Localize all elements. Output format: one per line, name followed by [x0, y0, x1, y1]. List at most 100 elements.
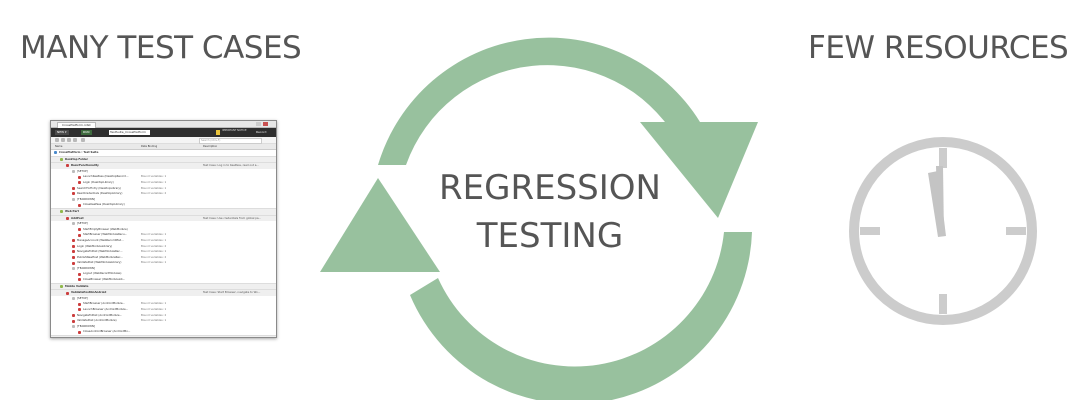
mini-tree-row: LaunchKeePass (DesktopRecord... Bound var… [51, 174, 276, 180]
mini-row-label: Login (WebModuleLibrary) [77, 243, 113, 248]
test-suite-screenshot: CrossPlatform.rxtst NEW ▾ RUN TestSuite_… [50, 120, 277, 338]
mini-row-binding: Bound variables: 1 [141, 318, 167, 323]
minute-hand [936, 166, 944, 236]
mini-row-label: StartEmptyBrowser (WebModule) [83, 226, 128, 231]
mini-row-icon [60, 210, 63, 214]
mini-row-icon [72, 325, 75, 329]
mini-col-name: Name [55, 145, 63, 148]
mini-row-label: Login (DesktopLibrary) [83, 179, 114, 184]
mini-row-binding: Bound variables: 1 [141, 179, 167, 184]
mini-row-icon [78, 175, 81, 179]
tick-3 [1006, 227, 1026, 235]
mini-row-label: Web Part [65, 208, 79, 213]
mini-tree-row: [SETUP] [51, 296, 276, 302]
mini-row-binding: Bound variables: 2 [141, 254, 167, 259]
mini-row-icon [60, 284, 63, 288]
mini-row-label: Mobile Validate [65, 283, 89, 288]
mini-column-header: Name Data Binding Description [51, 144, 276, 150]
mini-warning-icon [216, 130, 220, 135]
mini-row-binding: Bound variables: 2 [141, 312, 167, 317]
mini-row-label: ValidatePostOnAndroid [71, 290, 107, 295]
mini-row-label: [TEARDOWN] [77, 265, 95, 270]
mini-row-icon [72, 297, 75, 301]
mini-row-icon [78, 233, 81, 237]
mini-tree-row: BasicFunctionality Test Case: Log in to K… [51, 162, 276, 169]
mini-record-button: Record [256, 130, 267, 134]
mini-row-icon [72, 198, 75, 202]
mini-tree-row: ReadCredentials (DesktopLibrary) Bound va… [51, 191, 276, 197]
mini-tree-row: Login (WebModuleLibrary) Bound variables:… [51, 244, 276, 250]
top-arrow-arc [378, 37, 700, 165]
mini-row-label: ReadCredentials (DesktopLibrary) [77, 191, 123, 196]
mini-row-description: Test Case: Navigate to blog post and val… [203, 336, 260, 338]
mini-row-binding: Bound variables: 1 [141, 237, 167, 242]
mini-remove-icon [61, 138, 65, 142]
clock-face [849, 137, 1037, 325]
mini-row-label: BasicFunctionality [71, 163, 99, 168]
mini-up-icon [67, 138, 71, 142]
mini-row-label: AddPost [71, 215, 84, 220]
mini-row-label: StartBrowser (AndroidModule... [83, 301, 126, 306]
mini-row-icon [78, 228, 81, 232]
mini-row-label: [SETUP] [77, 221, 88, 226]
mini-warning-text: IMPORTANT NOTICE [222, 129, 247, 132]
mini-row-icon [54, 151, 57, 155]
mini-row-label: [TEARDOWN] [77, 196, 95, 201]
mini-row-label: NavigateToPost (WebModuleRec... [77, 249, 123, 254]
mini-tree-row: CloseAndroidBrowser (AndroidMo... [51, 329, 276, 335]
mini-row-icon [78, 308, 81, 312]
mini-tree-row: CloseKeePass (DesktopLibrary) [51, 202, 276, 208]
many-test-cases-heading: MANY TEST CASES [20, 30, 302, 66]
mini-file-tab: CrossPlatform.rxtst [57, 122, 96, 128]
mini-row-icon [72, 261, 75, 265]
bottom-arrowhead-icon [320, 178, 440, 272]
mini-row-binding: Bound variables: 1 [141, 260, 167, 265]
mini-row-icon [78, 181, 81, 185]
mini-row-binding: Bound variables: 2 [141, 243, 167, 248]
clock-icon [849, 137, 1037, 325]
mini-row-binding: Bound variables: 2 [141, 191, 167, 196]
mini-col-binding: Data Binding [141, 145, 158, 148]
mini-add-icon [55, 138, 59, 142]
testing-label: TESTING [476, 216, 624, 256]
mini-tree-row: StartBrowser (AndroidModule...Bound vari… [51, 301, 276, 307]
mini-row-label: LaunchKeePass (DesktopRecord... [83, 174, 129, 179]
mini-row-label: ValidatePost (AndroidModule) [77, 318, 117, 323]
mini-row-description: Test Case: Log in to KeePass, read out a… [203, 163, 259, 168]
mini-row-icon [72, 222, 75, 226]
mini-row-label: [SETUP] [77, 168, 88, 173]
mini-row-label: [SETUP] [77, 295, 88, 300]
mini-tree-row: AddPost Test Case: Use credentials from g… [51, 214, 276, 222]
mini-row-icon [72, 255, 75, 259]
tick-9 [860, 227, 880, 235]
mini-row-description: Test Case: Use credentials from global p… [203, 215, 262, 220]
regression-label: REGRESSION [439, 168, 661, 208]
mini-tree-row: Desktop Folder [51, 155, 276, 163]
mini-row-label: CloseAndroidBrowser (AndroidMo... [83, 329, 131, 334]
mini-row-icon [72, 192, 75, 196]
mini-row-binding: Bound variables: 1 [141, 174, 167, 179]
mini-row-icon [72, 313, 75, 317]
mini-row-label: CloseBrowser (WebModuleLib... [83, 277, 126, 282]
mini-tree-row: CrossPlatform : Test Suite [51, 150, 276, 156]
tick-12 [939, 148, 947, 168]
mini-tree-row: NavigateToPost (WebModuleRec...Bound var… [51, 249, 276, 255]
mini-row-icon [78, 272, 81, 276]
mini-row-icon [78, 330, 81, 334]
mini-row-icon [72, 250, 75, 254]
mini-close-icon [263, 122, 268, 126]
mini-down-icon [73, 138, 77, 142]
mini-tree-row: [SETUP] [51, 221, 276, 227]
mini-row-icon [60, 157, 63, 161]
tick-6 [939, 294, 947, 314]
mini-row-icon [72, 319, 75, 323]
mini-col-description: Description [203, 145, 218, 148]
bottom-arrow-arc [410, 232, 752, 400]
mini-row-icon [78, 302, 81, 306]
mini-row-icon [72, 267, 75, 271]
mini-tree-row: CloseBrowser (WebModuleLib... [51, 277, 276, 283]
mini-row-label: NavigateToPost (AndroidModule... [77, 312, 123, 317]
mini-row-label: Logout (WebRecordModules) [83, 271, 122, 276]
